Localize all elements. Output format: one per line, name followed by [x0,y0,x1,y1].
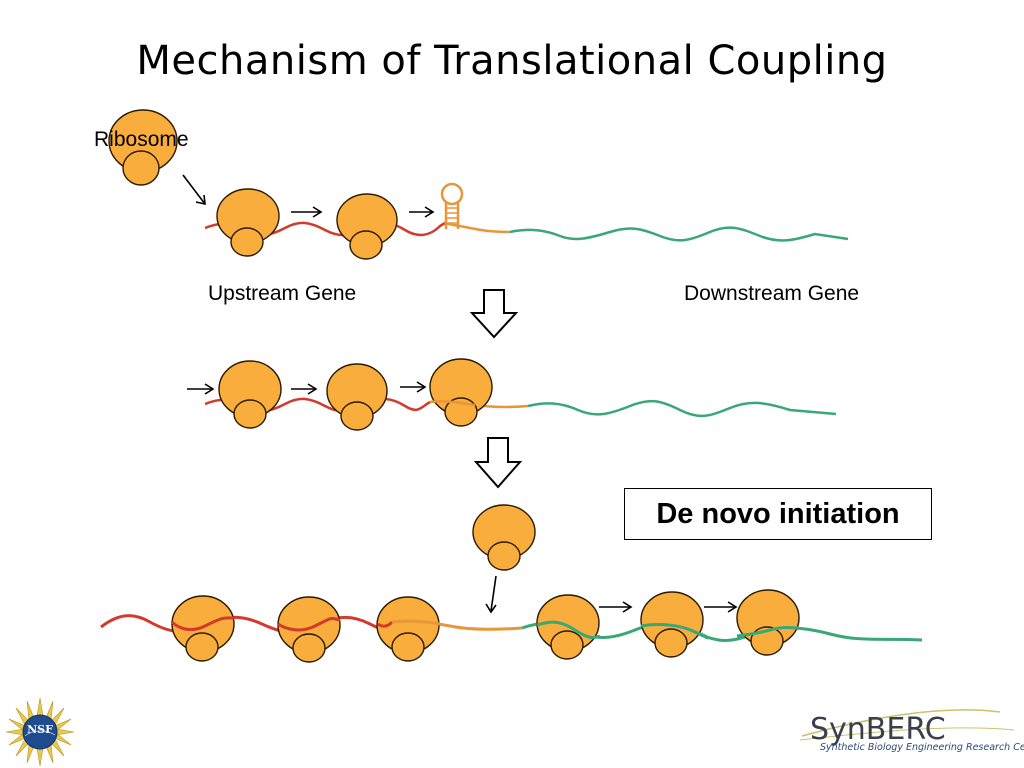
ribosome [336,193,398,260]
ribosome [376,596,440,662]
upstream-mrna-3 [100,614,394,634]
synberc-logo-name: SynBERC [810,712,946,747]
intergenic-mrna-1 [444,221,511,234]
ribosome [326,363,388,431]
ribosome [536,594,600,660]
stage-2 [187,358,837,431]
free-ribosome [108,109,178,186]
ribosome [218,360,282,429]
ribosome-entry-arrow [182,174,206,206]
mrna-hairpin [440,182,464,229]
ribosome [640,591,704,658]
downstream-mrna-1 [509,226,849,242]
direction-arrow [291,383,318,395]
ribosome [429,358,493,427]
direction-arrow [599,601,633,613]
direction-arrow [291,206,323,218]
synberc-swoosh-icon [800,709,1015,741]
downstream-gene-label: Downstream Gene [684,282,860,305]
ribosome [216,188,280,257]
downstream-mrna-2 [527,399,837,418]
direction-arrow [704,601,738,613]
nsf-logo [5,697,75,767]
transition-arrow-down [469,289,519,339]
de-novo-arrow [485,575,497,614]
ribosome-label: Ribosome [94,128,189,151]
slide-title: Mechanism of Translational Coupling [136,38,888,84]
ribosome [277,596,341,663]
direction-arrow [400,381,427,393]
transition-arrow-down [473,437,523,489]
direction-arrow [187,383,215,395]
synberc-logo-tagline: Synthetic Biology Engineering Research C… [820,742,1024,753]
stage-1 [108,109,849,260]
de-novo-initiation-box: De novo initiation [624,488,932,540]
ribosome [736,589,800,656]
de-novo-initiation-label: De novo initiation [656,497,900,530]
upstream-gene-label: Upstream Gene [208,282,357,305]
nsf-logo-text: NSF [27,723,53,736]
new-ribosome [472,504,536,571]
stage-3 [100,504,923,663]
direction-arrow [409,206,435,218]
